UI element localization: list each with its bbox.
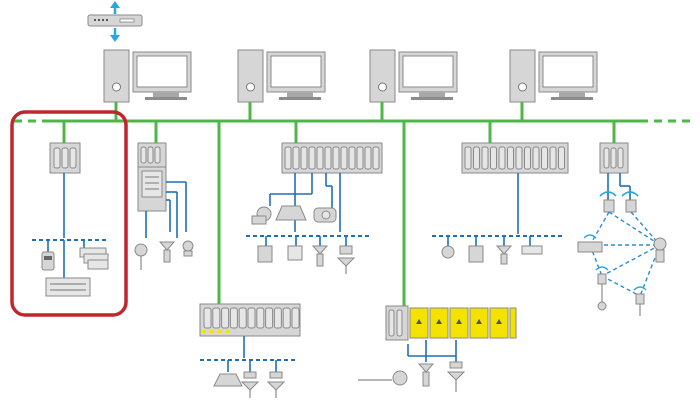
io-yellow-modules xyxy=(358,305,517,392)
io-slot xyxy=(238,307,247,329)
remote-io-center xyxy=(246,142,383,274)
io-slot xyxy=(316,146,324,170)
control-valve-icon xyxy=(446,361,466,392)
remote-io-left xyxy=(49,142,81,174)
warning-icon xyxy=(456,319,462,324)
io-slot xyxy=(348,146,356,170)
ethernet-backbone xyxy=(14,102,690,306)
pump-icon xyxy=(251,206,272,225)
yellow-end-module xyxy=(509,307,517,339)
display-icon xyxy=(287,245,303,261)
io-slot xyxy=(247,307,256,329)
io-slot xyxy=(221,307,230,329)
io-slot xyxy=(532,146,540,170)
io-slot xyxy=(464,146,472,170)
io-slot xyxy=(282,307,291,329)
field-device-small xyxy=(41,251,55,271)
workstation-1 xyxy=(103,49,192,103)
remote-io-right xyxy=(432,142,569,265)
io-slot xyxy=(284,146,292,170)
wireless-device-right xyxy=(653,237,667,263)
highlighted-segment xyxy=(10,110,128,317)
io-slot xyxy=(229,307,238,329)
flowmeter-icon xyxy=(392,370,408,386)
transmitter-icon xyxy=(257,245,273,263)
io-module-stack xyxy=(79,247,109,270)
down-arrow-icon xyxy=(110,28,120,42)
io-slot xyxy=(372,146,380,170)
wireless-device-left xyxy=(577,234,603,253)
gateway-router xyxy=(87,1,143,42)
valve-icon xyxy=(417,363,435,387)
io-slot xyxy=(308,146,316,170)
transmitter-icon xyxy=(468,245,484,263)
workstation-4 xyxy=(509,49,598,103)
io-slot xyxy=(300,146,308,170)
io-slot xyxy=(364,146,372,170)
io-slot xyxy=(324,146,332,170)
io-slot xyxy=(356,146,364,170)
io-slot xyxy=(498,146,506,170)
io-slot xyxy=(212,307,221,329)
io-slot xyxy=(473,146,480,170)
io-slot xyxy=(481,146,489,170)
io-slot xyxy=(558,146,565,170)
warning-icon xyxy=(476,319,482,324)
wireless-device-mid xyxy=(595,266,609,311)
io-slot xyxy=(292,146,300,170)
valve-icon xyxy=(495,245,513,265)
io-slot xyxy=(203,307,212,329)
up-arrow-icon xyxy=(110,1,120,14)
instrument-icon xyxy=(134,243,148,270)
valve-icon xyxy=(311,245,329,267)
io-slot xyxy=(490,146,497,170)
sensor-icon xyxy=(441,245,455,259)
motor-icon xyxy=(313,207,337,223)
io-slot xyxy=(541,146,548,170)
io-panel xyxy=(45,277,91,297)
io-slot xyxy=(515,146,523,170)
mixer-icon xyxy=(275,205,307,221)
controller-group xyxy=(134,142,194,270)
io-slot xyxy=(291,307,300,329)
io-slot xyxy=(549,146,557,170)
io-slot xyxy=(273,307,282,329)
io-slot xyxy=(332,146,340,170)
io-slot xyxy=(256,307,265,329)
workstation-3 xyxy=(369,49,458,103)
wireless-group xyxy=(577,142,667,316)
valve-icon xyxy=(158,241,176,263)
wireless-device-bottom xyxy=(633,286,647,316)
warning-icon xyxy=(436,319,442,324)
control-valve-icon xyxy=(336,245,356,274)
control-valve-icon xyxy=(240,371,260,398)
io-block-icon xyxy=(521,245,543,255)
mixer-icon xyxy=(213,373,243,387)
workstation-2 xyxy=(237,49,326,103)
io-slot xyxy=(340,146,348,170)
control-valve-icon xyxy=(266,371,286,398)
io-slot xyxy=(507,146,514,170)
highlight-frame xyxy=(10,110,128,317)
warning-icon xyxy=(496,319,502,324)
sensor-icon xyxy=(182,240,194,257)
io-slot xyxy=(524,146,531,170)
io-slot xyxy=(265,307,274,329)
warning-icon xyxy=(416,319,422,324)
io-rack-bottom xyxy=(199,303,301,398)
